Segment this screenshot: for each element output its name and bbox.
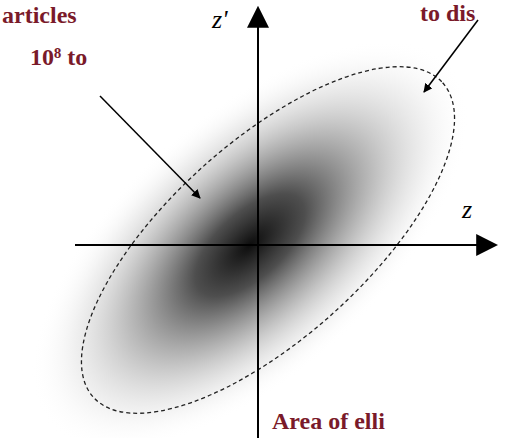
leader-line xyxy=(424,20,478,92)
annotation-text: 10⁸ to xyxy=(30,44,87,70)
annotation-text: articles xyxy=(2,2,77,28)
z-prime-axis xyxy=(257,8,259,438)
annotation-text: to dis xyxy=(420,0,475,26)
leader-line xyxy=(100,96,200,198)
z-axis xyxy=(75,244,496,246)
emittance-ellipse xyxy=(28,10,508,438)
axis-label: z xyxy=(462,196,472,225)
annotation-text: Area of elli xyxy=(272,408,385,434)
axis-label: z' xyxy=(212,6,228,35)
